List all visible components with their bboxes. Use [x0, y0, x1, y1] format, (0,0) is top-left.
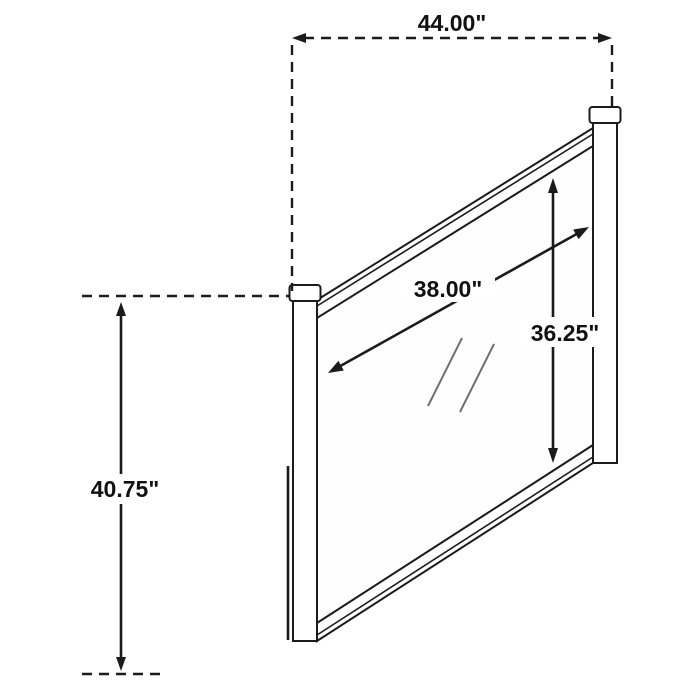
dimension-overall-width: 44.00": [290, 10, 614, 291]
dimension-glass-width: 38.00": [328, 227, 589, 373]
glass-reflection-mark: [459, 343, 495, 413]
glass-width-arrowhead-right: [573, 227, 589, 240]
mirror-top-rail-edge-line: [316, 133, 594, 307]
glass-width-arrowhead-left: [328, 360, 344, 373]
width-arrowhead-right: [598, 33, 612, 43]
overall-width-label: 44.00": [418, 10, 486, 36]
glass-height-label: 36.25": [531, 320, 599, 346]
mirror-bottom-rail-edge-line: [316, 456, 594, 636]
height-arrowhead-bottom: [116, 657, 126, 671]
width-arrowhead-left: [292, 33, 306, 43]
mirror-left-post-cap: [288, 284, 322, 302]
glass-width-label-background: [401, 276, 495, 302]
glass-width-label: 38.00": [414, 276, 482, 302]
glass-height-label-background: [517, 317, 613, 347]
mirror-drawing: [286, 106, 622, 643]
height-label-background: [79, 474, 171, 504]
glass-height-arrowhead-bottom: [548, 448, 558, 463]
mirror-right-post-cap: [588, 106, 622, 124]
mirror-right-post: [592, 122, 618, 464]
glass-reflection-mark: [427, 337, 463, 407]
height-arrowhead-top: [116, 302, 126, 316]
overall-height-label: 40.75": [91, 476, 159, 502]
dimension-glass-height: 36.25": [517, 178, 613, 463]
mirror-left-post: [292, 299, 318, 642]
dimension-overall-height: 40.75": [79, 294, 289, 676]
glass-height-arrowhead-top: [548, 178, 558, 193]
